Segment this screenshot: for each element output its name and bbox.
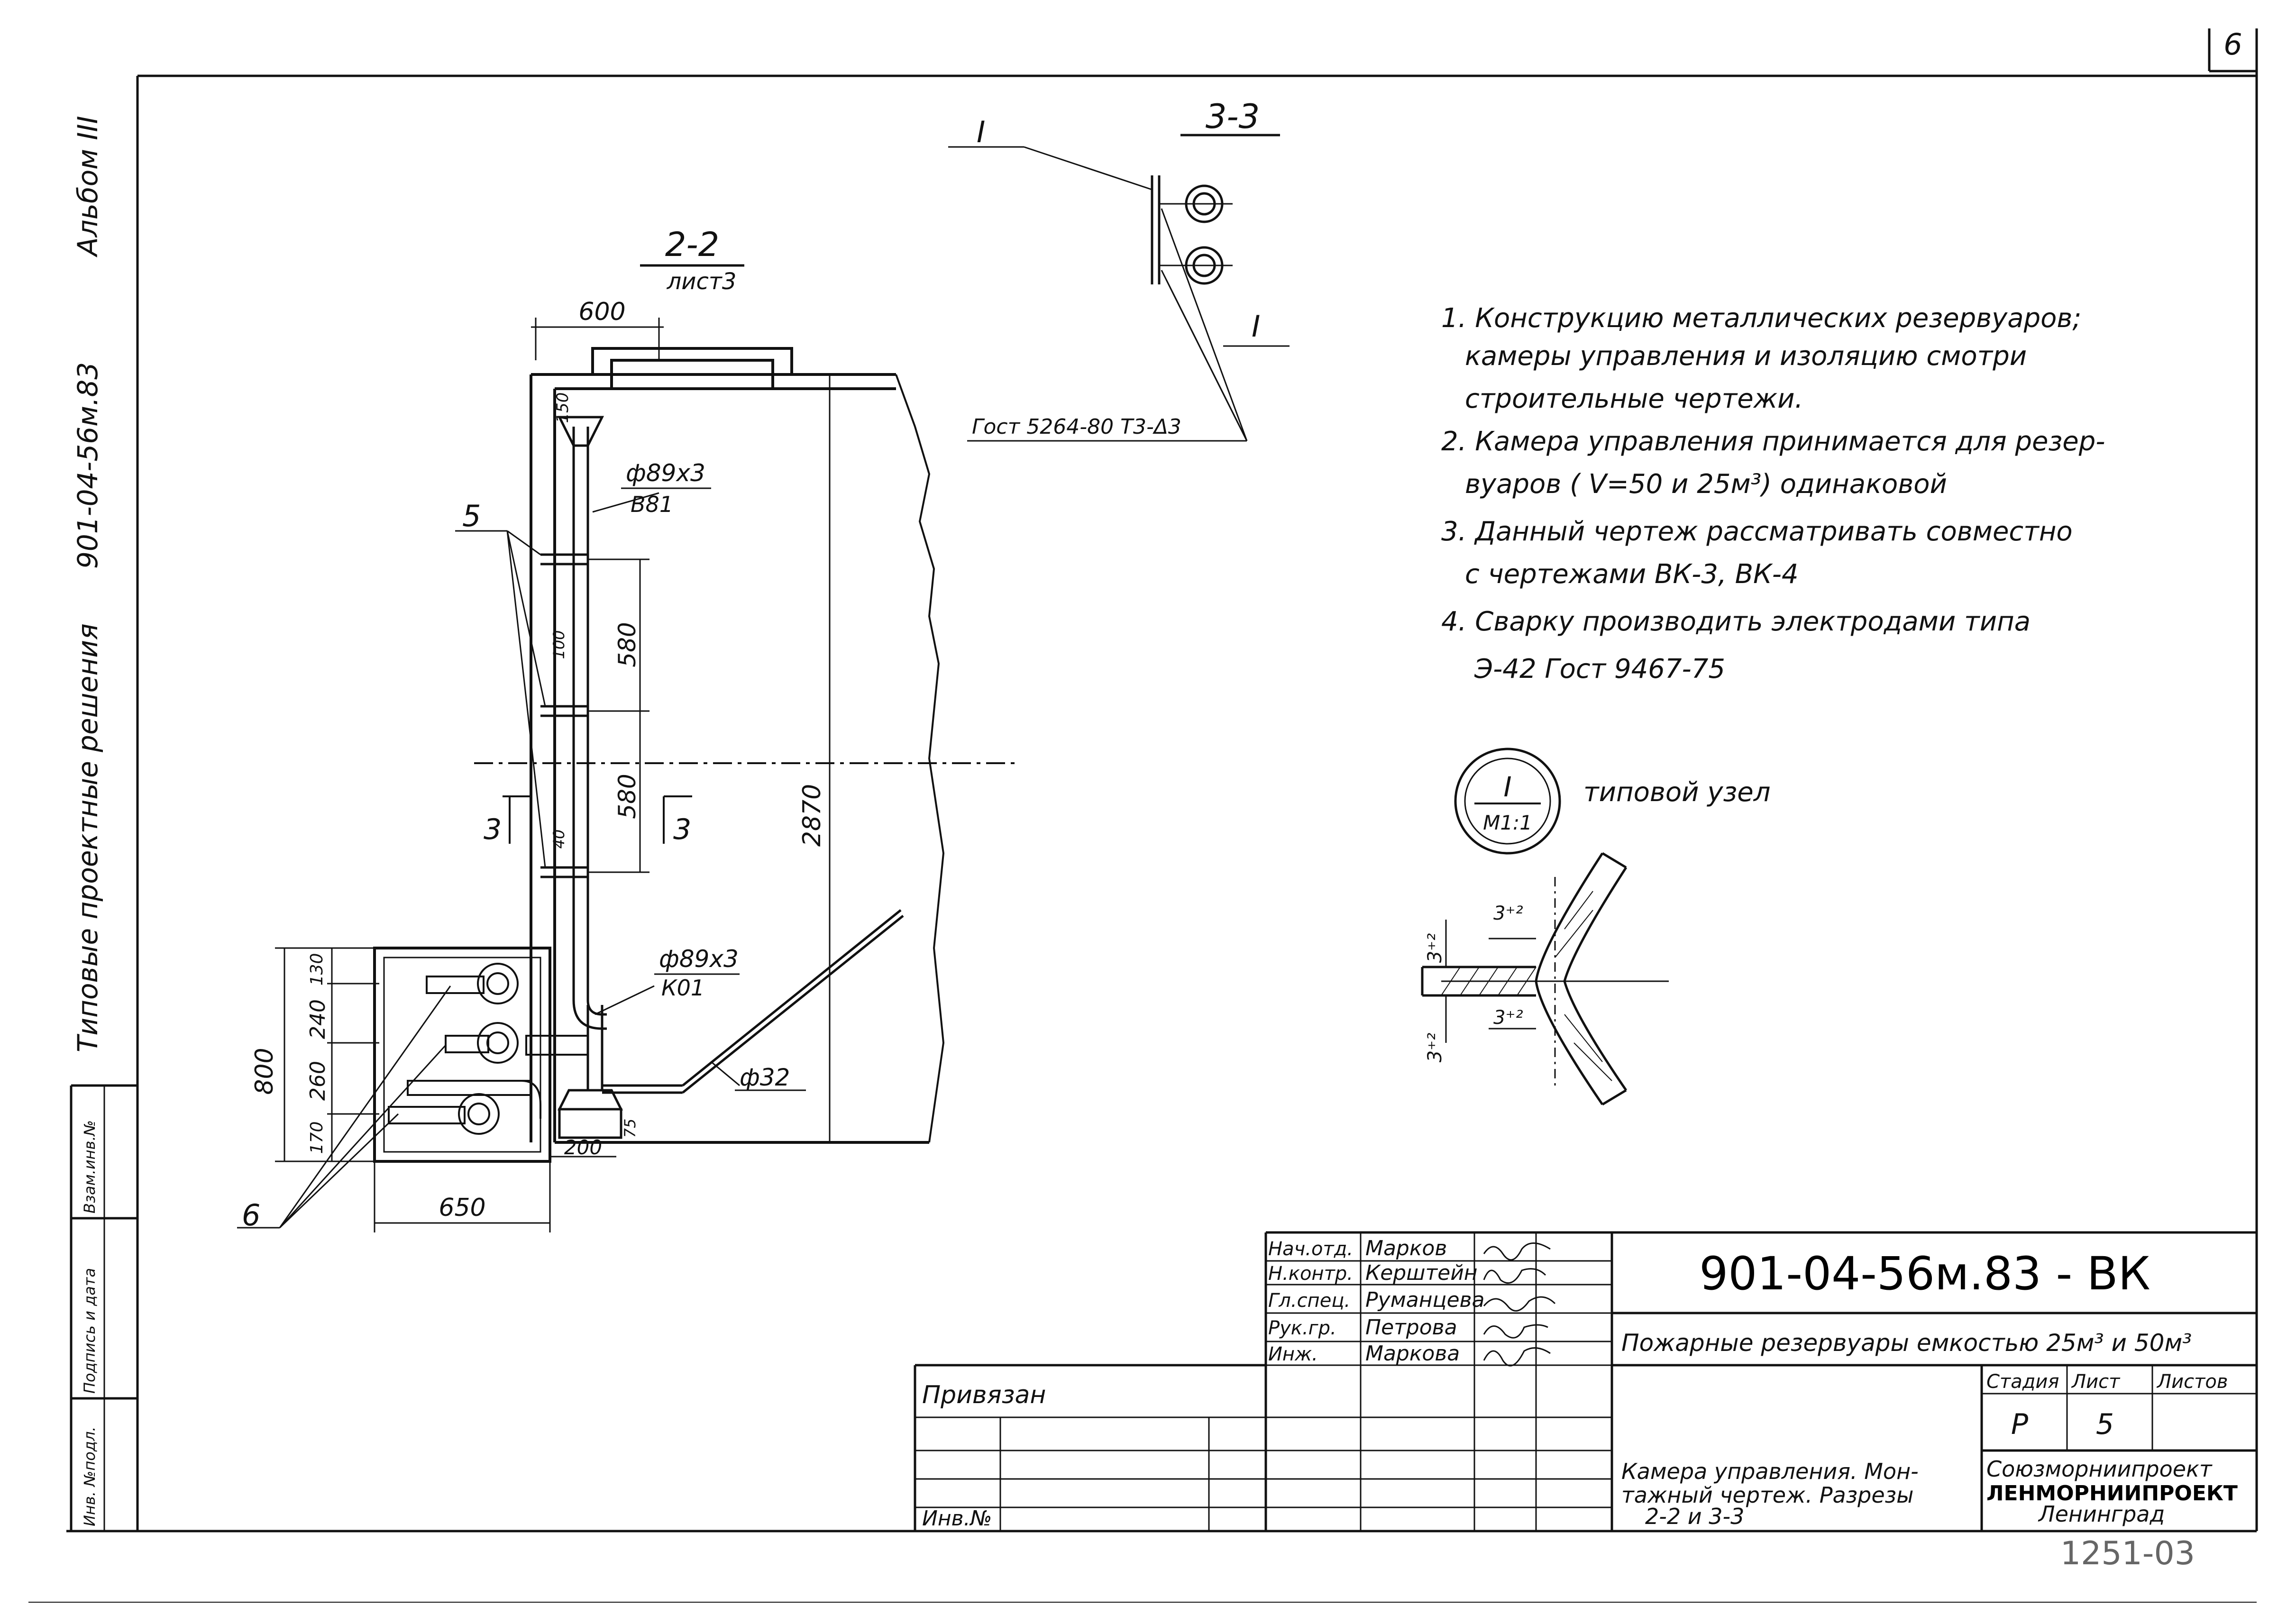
detail-scale: М1:1 <box>1483 811 1532 834</box>
cut-mark-right: 3 <box>673 813 691 846</box>
project-title: Пожарные резервуары емкостью 25м³ и 50м³ <box>1621 1329 2192 1357</box>
dim-150: 150 <box>553 392 572 423</box>
sheet-title-line: 2-2 и 3-3 <box>1645 1504 1744 1529</box>
dim-600: 600 <box>578 298 625 326</box>
dim-40: 40 <box>550 830 568 849</box>
dim-580-lower: 580 <box>613 774 641 819</box>
weld-dim-top-b: 3⁺² <box>1493 903 1523 924</box>
album-label: Альбом III <box>72 116 104 258</box>
detail-caption: типовой узел <box>1583 777 1771 808</box>
dim-260: 260 <box>306 1061 330 1101</box>
section-2-2: 2-2 лист3 600 2870 150 <box>237 225 1015 1232</box>
margin-cell-replaces: Взам.инв.№ <box>81 1120 99 1213</box>
section-2-2-subtitle: лист3 <box>667 268 737 295</box>
note-line: 3. Данный чертеж рассматривать совместно <box>1441 516 2073 547</box>
sheet-title-line: тажный чертеж. Разрезы <box>1621 1482 1913 1508</box>
title-block: Нач.отд. Марков Н.контр. Керштейн Гл.спе… <box>914 1231 2257 1531</box>
note-line: 1. Конструкцию металлических резервуаров… <box>1441 303 2081 334</box>
margin-series: Типовые проектные решения <box>72 623 104 1052</box>
pipe-lower-label: ф89х3 <box>659 945 739 973</box>
drawing-code: 901-04-56м.83 - ВК <box>1699 1247 2150 1300</box>
org-line: Ленинград <box>2038 1501 2165 1527</box>
section-3-3-title: 3-3 <box>1206 97 1260 136</box>
note-line: строительные чертежи. <box>1465 383 1803 414</box>
dim-2870: 2870 <box>798 784 826 847</box>
margin-cell-signature: Подпись и дата <box>81 1268 99 1394</box>
privyazan-label: Привязан <box>922 1381 1046 1409</box>
sig-name: Керштейн <box>1365 1261 1478 1285</box>
sig-name: Марков <box>1365 1236 1447 1260</box>
detail-label: I <box>1503 771 1511 803</box>
dim-100: 100 <box>550 630 568 659</box>
pipe-lower-code: К01 <box>661 975 704 1001</box>
margin-cell-inv: Инв. №подл. <box>81 1426 99 1526</box>
detail-I: I М1:1 типовой узел <box>1421 748 1771 1106</box>
leader-6: 6 <box>242 1198 260 1232</box>
callout-top-I: I <box>977 115 985 149</box>
section-3-3: 3-3 I I Гост 5264-80 Т3-Δ3 <box>948 97 1290 442</box>
notes: 1. Конструкцию металлических резервуаров… <box>1441 303 2105 684</box>
weld-dim-bottom-b: 3⁺² <box>1493 1007 1523 1029</box>
pipe-upper-code: В81 <box>631 492 673 517</box>
sig-role: Н.контр. <box>1268 1263 1353 1285</box>
org-line: ЛЕНМОРНИИПРОЕКТ <box>1986 1481 2238 1505</box>
dim-240: 240 <box>306 999 330 1039</box>
stage-value: Р <box>2011 1408 2029 1441</box>
sig-name: Маркова <box>1365 1341 1460 1366</box>
archive-number: 1251-03 <box>2060 1535 2195 1572</box>
cut-mark-left: 3 <box>484 813 502 846</box>
note-line: 4. Сварку производить электродами типа <box>1441 606 2031 637</box>
leader-5: 5 <box>462 499 481 533</box>
weld-dim-bottom-a: 3⁺² <box>1424 1033 1446 1063</box>
dim-200: 200 <box>564 1136 602 1159</box>
sig-role: Инж. <box>1268 1343 1318 1365</box>
margin-project-code: 901-04-56м.83 <box>72 362 104 569</box>
sig-role: Рук.гр. <box>1268 1317 1336 1339</box>
sig-role: Гл.спец. <box>1268 1290 1350 1312</box>
note-line: Э-42 Гост 9467-75 <box>1474 654 1725 684</box>
dim-580-upper: 580 <box>613 622 641 667</box>
header-sheet: Лист <box>2071 1371 2121 1393</box>
header-stage: Стадия <box>1986 1371 2059 1393</box>
org-line: Союзморниипроект <box>1986 1456 2213 1482</box>
dim-75: 75 <box>621 1119 639 1138</box>
pipe-drain-label: ф32 <box>740 1064 790 1091</box>
dim-170: 170 <box>307 1122 327 1154</box>
sig-role: Нач.отд. <box>1268 1238 1353 1260</box>
note-line: камеры управления и изоляцию смотри <box>1465 341 2027 372</box>
dim-650: 650 <box>439 1194 485 1222</box>
sheet-value: 5 <box>2096 1408 2114 1441</box>
sheet-title-line: Камера управления. Мон- <box>1621 1459 1919 1484</box>
sig-name: Руманцева <box>1365 1288 1484 1312</box>
dim-800: 800 <box>250 1048 279 1095</box>
pipe-upper-label: ф89х3 <box>626 459 705 487</box>
sheet-corner-number: 6 <box>2223 27 2242 62</box>
sig-name: Петрова <box>1365 1315 1457 1340</box>
note-line: 2. Камера управления принимается для рез… <box>1441 426 2105 457</box>
weld-dim-top-a: 3⁺² <box>1424 933 1446 963</box>
callout-bottom-I: I <box>1252 309 1260 344</box>
header-sheets: Листов <box>2156 1371 2228 1393</box>
weld-note: Гост 5264-80 Т3-Δ3 <box>972 415 1181 439</box>
section-2-2-title: 2-2 <box>665 225 719 264</box>
dim-130: 130 <box>307 953 327 986</box>
inv-no-label: Инв.№ <box>922 1506 992 1531</box>
note-line: вуаров ( V=50 и 25м³) одинаковой <box>1465 469 1947 500</box>
note-line: с чертежами ВК-3, ВК-4 <box>1465 559 1799 590</box>
